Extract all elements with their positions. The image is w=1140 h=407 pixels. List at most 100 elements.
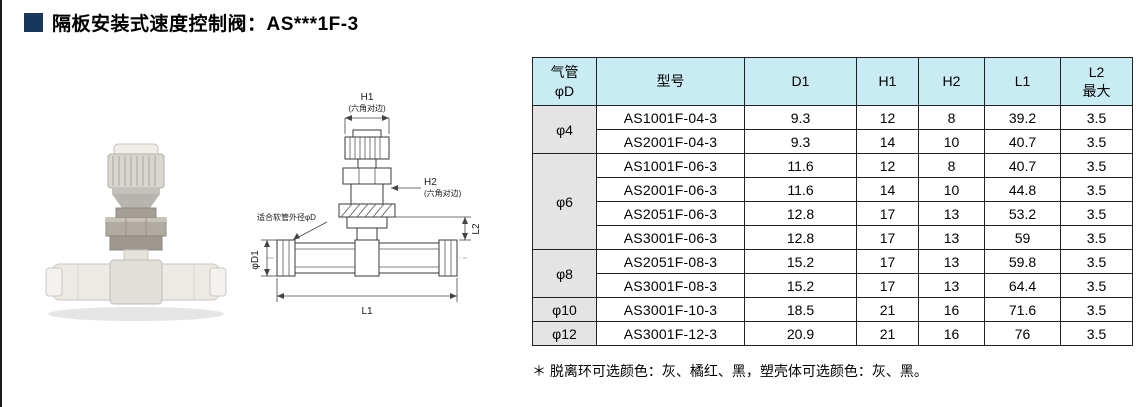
- value-cell: 21: [856, 297, 919, 322]
- value-cell: 3.5: [1060, 249, 1133, 274]
- value-cell: 76: [984, 321, 1061, 346]
- value-cell: 44.8: [984, 177, 1061, 202]
- value-cell: 15.2: [744, 249, 857, 274]
- drawing-knob: [344, 129, 390, 169]
- column-header-l2: L2 最大: [1060, 57, 1133, 106]
- value-cell: 64.4: [984, 273, 1061, 298]
- value-cell: 13: [918, 273, 985, 298]
- value-cell: 17: [856, 225, 919, 250]
- value-cell: 16: [918, 321, 985, 346]
- value-cell: 12: [856, 153, 919, 178]
- drawing-body: [338, 183, 396, 244]
- adjust-knob: [107, 143, 165, 208]
- drawing-hex: [342, 167, 392, 185]
- model-cell: AS2001F-04-3: [596, 129, 745, 154]
- value-cell: 17: [856, 273, 919, 298]
- dim-d1-label: φD1: [250, 250, 261, 270]
- model-cell: AS2001F-06-3: [596, 177, 745, 202]
- model-cell: AS3001F-10-3: [596, 297, 745, 322]
- value-cell: 11.6: [744, 177, 857, 202]
- value-cell: 9.3: [744, 105, 857, 130]
- model-cell: AS1001F-04-3: [596, 105, 745, 130]
- hose-note-label: 适合软管外径φD: [257, 212, 316, 222]
- column-header-model: 型号: [596, 57, 745, 106]
- product-photo: [45, 143, 227, 321]
- value-cell: 3.5: [1060, 201, 1133, 226]
- title-row: 隔板安装式速度控制阀：AS***1F-3: [24, 9, 359, 36]
- pipe-diameter-cell: φ6: [532, 153, 597, 250]
- model-cell: AS2051F-06-3: [596, 201, 745, 226]
- value-cell: 18.5: [744, 297, 857, 322]
- column-header-h2: H2: [918, 57, 985, 106]
- pipe-diameter-cell: φ12: [532, 321, 597, 346]
- header-row: 气管 φD 型号 D1 H1 H2 L1 L2 最大: [532, 57, 1133, 106]
- value-cell: 8: [918, 153, 985, 178]
- value-cell: 10: [918, 177, 985, 202]
- hex-nuts: [105, 207, 167, 265]
- value-cell: 12.8: [744, 201, 857, 226]
- value-cell: 13: [918, 225, 985, 250]
- value-cell: 3.5: [1060, 225, 1133, 250]
- page-title: 隔板安装式速度控制阀：AS***1F-3: [52, 14, 359, 35]
- technical-drawing: H1 (六角对边) H2 (六角对边): [250, 92, 482, 317]
- value-cell: 3.5: [1060, 297, 1133, 322]
- dim-h1-label: H1: [361, 92, 374, 103]
- value-cell: 71.6: [984, 297, 1061, 322]
- value-cell: 3.5: [1060, 177, 1133, 202]
- value-cell: 39.2: [984, 105, 1061, 130]
- value-cell: 15.2: [744, 273, 857, 298]
- column-header-h1: H1: [856, 57, 919, 106]
- value-cell: 3.5: [1060, 273, 1133, 298]
- model-cell: AS3001F-06-3: [596, 225, 745, 250]
- value-cell: 53.2: [984, 201, 1061, 226]
- value-cell: 3.5: [1060, 105, 1133, 130]
- value-cell: 12: [856, 105, 919, 130]
- value-cell: 17: [856, 201, 919, 226]
- value-cell: 12.8: [744, 225, 857, 250]
- pipe-diameter-cell: φ10: [532, 297, 597, 322]
- value-cell: 3.5: [1060, 321, 1133, 346]
- column-header-pipe-diameter: 气管 φD: [532, 57, 597, 106]
- value-cell: 40.7: [984, 153, 1061, 178]
- value-cell: 3.5: [1060, 129, 1133, 154]
- value-cell: 20.9: [744, 321, 857, 346]
- photo-shadow: [48, 307, 224, 321]
- model-cell: AS3001F-12-3: [596, 321, 745, 346]
- tube-body: [45, 259, 227, 305]
- value-cell: 3.5: [1060, 153, 1133, 178]
- dim-h1-note: (六角对边): [348, 103, 386, 113]
- dim-l2-label: L2: [471, 223, 482, 235]
- model-cell: AS2051F-08-3: [596, 249, 745, 274]
- value-cell: 14: [856, 129, 919, 154]
- color-options-footnote: ＊ 脱离环可选颜色：灰、橘红、黑，塑壳体可选颜色：灰、黑。: [532, 363, 928, 379]
- value-cell: 13: [918, 249, 985, 274]
- value-cell: 9.3: [744, 129, 857, 154]
- title-marker-square: [24, 13, 43, 32]
- value-cell: 40.7: [984, 129, 1061, 154]
- model-cell: AS3001F-08-3: [596, 273, 745, 298]
- value-cell: 16: [918, 297, 985, 322]
- value-cell: 59.8: [984, 249, 1061, 274]
- value-cell: 8: [918, 105, 985, 130]
- drawing-tube: [267, 239, 467, 277]
- pipe-diameter-cell: φ8: [532, 249, 597, 298]
- value-cell: 10: [918, 129, 985, 154]
- value-cell: 59: [984, 225, 1061, 250]
- value-cell: 14: [856, 177, 919, 202]
- value-cell: 21: [856, 321, 919, 346]
- dim-l1-label: L1: [361, 306, 373, 317]
- column-header-l1: L1: [984, 57, 1061, 106]
- pipe-diameter-cell: φ4: [532, 105, 597, 154]
